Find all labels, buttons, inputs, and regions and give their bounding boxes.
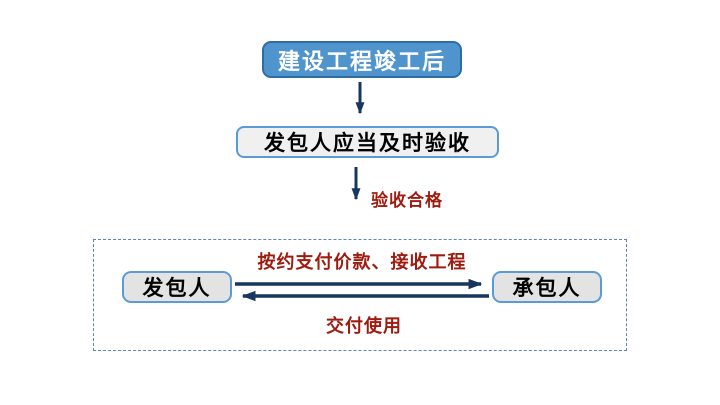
acceptance-passed-label: 验收合格 — [371, 191, 443, 211]
payment-arrow-label: 按约支付价款、接收工程 — [257, 252, 467, 273]
completion-box: 建设工程竣工后 — [262, 41, 462, 78]
parties-group-frame — [93, 239, 627, 351]
contractor-box: 承包人 — [492, 271, 602, 303]
acceptance-box: 发包人应当及时验收 — [236, 126, 499, 158]
employer-box: 发包人 — [122, 271, 232, 303]
delivery-arrow-label: 交付使用 — [326, 316, 402, 337]
